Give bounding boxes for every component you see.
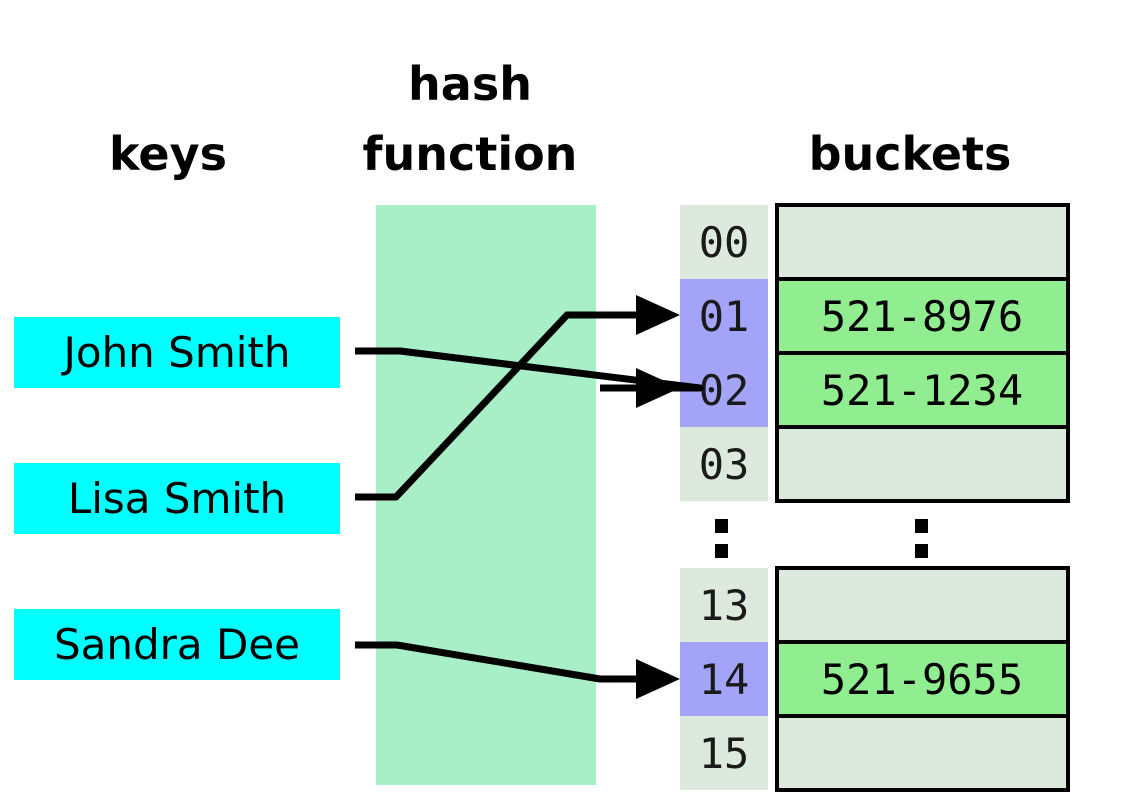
key-label: John Smith [60,328,290,377]
index-label: 02 [699,366,750,415]
index-cell-01: 01 [680,279,768,353]
hash-function-heading-line1: hash [408,57,532,111]
arrowhead-icon [636,368,680,408]
keys-heading: keys [109,127,227,181]
value-cell-13 [775,566,1070,644]
index-label: 01 [699,292,750,341]
key-box-sandra-dee[interactable]: Sandra Dee [14,609,340,680]
key-label: Sandra Dee [54,620,300,669]
index-label: 00 [699,218,750,267]
arrowhead-icon [636,295,680,335]
index-label: 15 [699,729,750,778]
arrow-lisa-smith-to-01 [355,295,680,501]
value-label-14: 521-9655 [821,655,1023,704]
index-label: 13 [699,581,750,630]
key-box-lisa-smith[interactable]: Lisa Smith [14,463,340,534]
index-cell-14: 14 [680,642,768,716]
arrow-sandra-dee-to-14 [355,641,680,699]
hash-function-heading-line2: function [363,127,578,181]
key-label: Lisa Smith [68,474,286,523]
index-cell-13: 13 [680,568,768,642]
value-label-02: 521-1234 [821,366,1023,415]
index-cell-03: 03 [680,427,768,501]
buckets-heading: buckets [809,127,1012,181]
index-label: 14 [699,655,750,704]
value-cell-00 [775,203,1070,281]
index-cell-00: 00 [680,205,768,279]
value-cell-03 [775,425,1070,503]
value-cell-15 [775,714,1070,792]
value-cell-01 [775,277,1070,355]
value-label-01: 521-8976 [821,292,1023,341]
index-column-ellipsis-icon [715,519,728,558]
arrowhead-icon [636,659,680,699]
key-box-john-smith[interactable]: John Smith [14,317,340,388]
index-label: 03 [699,440,750,489]
value-cell-02 [775,351,1070,429]
index-cell-15: 15 [680,716,768,790]
value-column-ellipsis-icon [915,519,928,558]
hash-function-band [376,205,596,785]
arrow-john-smith-to-02 [355,347,704,408]
